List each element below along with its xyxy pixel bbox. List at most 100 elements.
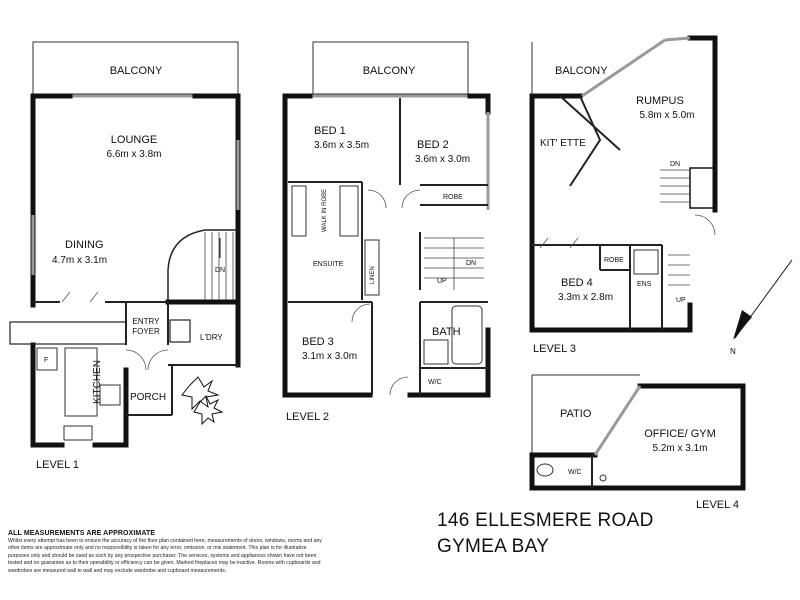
level3-balcony-outline [531,42,545,97]
level3-wall-west [529,93,693,333]
level1-lounge-label: LOUNGE [111,134,157,146]
level4-office-label: OFFICE/ GYM [644,428,716,440]
level-4-plan: PATIO OFFICE/ GYM 5.2m x 3.1m W/C LEVEL … [529,374,746,511]
level2-bed1-size: 3.6m x 3.5m [314,140,369,151]
level2-wir-label: WALK IN ROBE [322,189,328,232]
level1-entry-label: ENTRY [133,317,161,326]
level2-robe-label: ROBE [443,194,463,201]
level1-fridge-label: F [44,357,48,364]
level2-bath-label: BATH [432,326,461,338]
level3-diagonal-window [581,38,666,98]
level1-fridge [36,347,58,371]
level1-sink [63,425,93,441]
level1-balcony-outline [32,41,239,95]
north-label: N [730,347,736,356]
level4-office-size: 5.2m x 3.1m [652,443,707,454]
level3-kitette-bench [559,95,621,151]
level2-linen-cupboard [364,239,380,296]
level2-ensuite-label: ENSUITE [313,261,344,268]
level3-stair-up: UP [676,297,686,304]
level1-cooktop [99,384,121,406]
level2-bed2-size: 3.6m x 3.0m [415,154,470,165]
level2-balcony-label: BALCONY [363,65,416,77]
level4-floor-drain [599,474,607,482]
level2-vanity [423,339,449,365]
level1-wall-kitchen-south [92,367,129,448]
level2-stair-treads [424,237,484,290]
level3-stair-dn: DN [670,161,680,168]
level3-ens-label: ENS [637,281,652,288]
level-3-plan: BALCONY RUMPUS 5.8m x 5.0m KIT' ETTE DN … [529,35,718,355]
level2-bed1-door [367,189,387,209]
level3-bed4-size: 3.3m x 2.8m [558,292,613,303]
disclaimer-title: ALL MEASUREMENTS ARE APPROXIMATE [8,530,156,537]
level1-wall-kitchen-west [30,342,65,448]
level4-toilet [536,463,554,477]
level3-ens-shower [633,249,659,275]
level1-dining-size: 4.7m x 3.1m [52,255,107,266]
level2-bed3-label: BED 3 [302,336,334,348]
level4-label: LEVEL 4 [696,499,739,511]
level3-kitette-label: KIT' ETTE [540,138,586,149]
level1-label: LEVEL 1 [36,459,79,471]
level2-bathtub [451,305,483,365]
level1-entry-door-2 [147,349,169,371]
level1-toilet-cubicle [169,319,191,343]
level2-bed3-door [351,303,371,323]
level3-label: LEVEL 3 [533,343,576,355]
level-1-plan: BALCONY LOUNGE 6.6m x 3.8m DINING 4.7m x… [9,41,241,471]
level1-kitchen-outline [9,321,127,345]
level3-rumpus-door [694,214,716,236]
level2-hall-door [389,376,409,396]
level1-dining-door [61,291,99,303]
address-street: 146 ELLESMERE ROAD [437,510,654,531]
level3-rumpus-label: RUMPUS [636,95,684,107]
level3-balcony-label: BALCONY [555,65,608,77]
level1-stair-dn: DN [215,267,225,274]
level2-stair-up: UP [437,278,447,285]
level2-bed2-door [401,189,421,209]
level3-rumpus-size: 5.8m x 5.0m [639,110,694,121]
level2-wir-shelf-right [339,185,359,237]
level4-patio-label: PATIO [560,408,592,420]
level2-label: LEVEL 2 [286,411,329,423]
level1-plant-icons [181,376,224,426]
level2-wall-south [407,327,491,398]
level3-window-nw [664,36,691,42]
level1-porch-label: PORCH [130,392,166,403]
level1-kitchen-label: KITCHEN [92,360,103,404]
level2-wall-west [282,93,373,398]
level3-fireplace [689,167,716,209]
level-2-plan: BALCONY BED 1 3.6m x 3.5m BED 2 3.6m x 3… [282,41,491,423]
level3-bed4-door [539,237,579,249]
level2-bed2-label: BED 2 [417,139,449,151]
north-arrow: N [730,259,793,356]
level2-linen-label: LINEN [370,266,376,284]
level4-wc-label: W/C [568,469,582,476]
north-arrow-head [733,310,752,340]
level3-stair-up-treads [668,254,690,286]
level2-bed1-label: BED 1 [314,125,346,137]
level1-balcony-label: BALCONY [110,65,163,77]
level1-stair-treads [204,232,234,300]
level3-stair-treads [660,169,690,203]
level2-bed3-size: 3.1m x 3.0m [302,351,357,362]
level4-diagonal-window [593,385,642,456]
address-suburb: GYMEA BAY [437,536,550,557]
level4-wall-outer [529,383,746,491]
level2-balcony-outline [312,41,469,95]
level1-entry-door [125,349,147,371]
level3-robe-label: ROBE [604,257,624,264]
level1-dining-label: DINING [65,239,104,251]
level3-kitette-outline [569,95,602,187]
level3-bed4-label: BED 4 [561,277,593,289]
level1-foyer-label: FOYER [132,327,160,336]
level1-lounge-size: 6.6m x 3.8m [106,149,161,160]
level2-wir-shelf-left [291,185,307,237]
level1-kitchen-island [64,347,98,417]
disclaimer-body: Whilst every attempt has been to ensure … [8,538,323,574]
level2-wc-label: W/C [428,379,442,386]
level2-stair-dn: DN [466,260,476,267]
level1-stair-curve [167,229,238,300]
